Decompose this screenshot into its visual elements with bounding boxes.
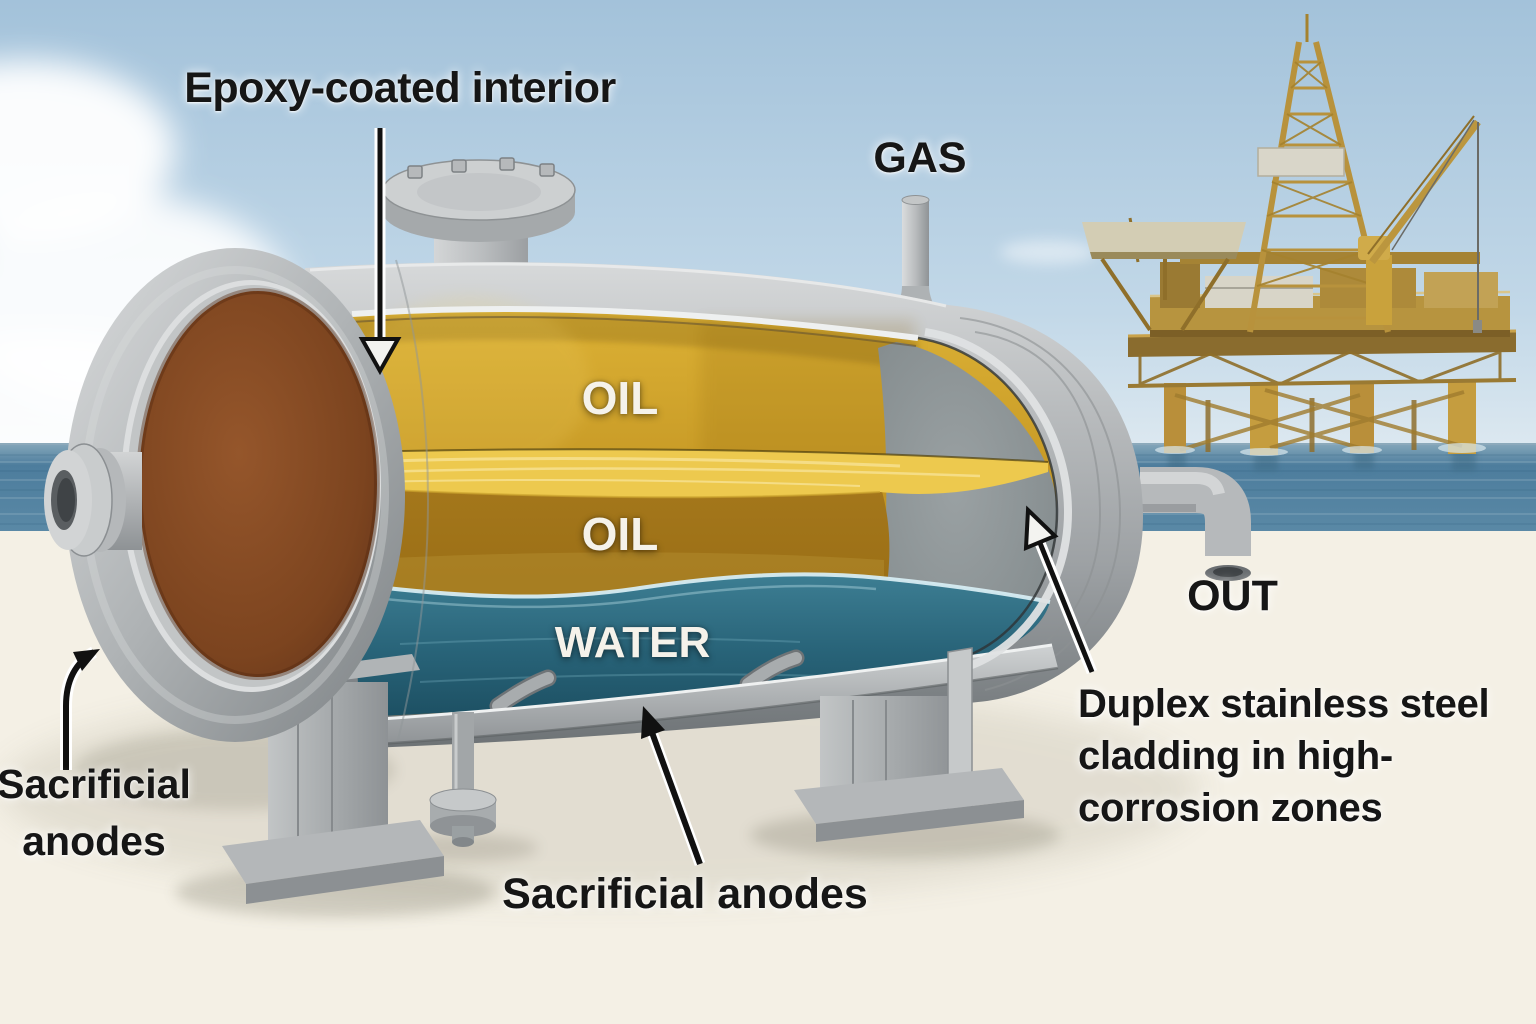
drain-flange [429, 712, 497, 847]
sacrificial-anode-rods [489, 649, 805, 715]
helideck [1082, 222, 1246, 332]
label-out: OUT [1187, 572, 1278, 620]
label-gas: GAS [873, 134, 967, 182]
flange-bolts [407, 157, 555, 179]
label-oil-upper: OIL [581, 372, 659, 424]
label-duplex-line2: cladding in high- [1078, 734, 1393, 778]
label-sacrificial-anodes-bottom: Sacrificial anodes [502, 870, 868, 918]
label-anodes-left-line1: Sacrificial [0, 761, 191, 807]
support-leg-right [794, 647, 1024, 842]
inlet-nozzle [44, 443, 142, 557]
anodes-left-arrow [60, 646, 100, 770]
label-water: WATER [554, 618, 711, 667]
label-duplex-cladding: Duplex stainless steel cladding in high-… [1078, 678, 1536, 834]
offshore-platform [1082, 14, 1517, 471]
label-duplex-line1: Duplex stainless steel [1078, 682, 1490, 726]
separator-vessel [44, 248, 1143, 904]
epoxy-arrow [358, 128, 402, 376]
platform-legs [1155, 380, 1486, 471]
end-cap-interior [139, 291, 377, 677]
left-end-cap [65, 248, 430, 742]
label-epoxy-coated-interior: Epoxy-coated interior [184, 64, 616, 112]
label-sacrificial-anodes-left: Sacrificial anodes [0, 756, 220, 869]
duplex-arrow [1023, 505, 1098, 675]
cloud-puff [1000, 240, 1096, 264]
anodes-bottom-arrow [641, 706, 706, 866]
platform-crane [1358, 115, 1482, 333]
label-oil-lower: OIL [581, 508, 659, 560]
oil-surface [351, 448, 1049, 499]
label-duplex-line3: corrosion zones [1078, 786, 1383, 830]
label-anodes-left-line2: anodes [22, 817, 166, 864]
outlet-pipe [1140, 467, 1251, 581]
